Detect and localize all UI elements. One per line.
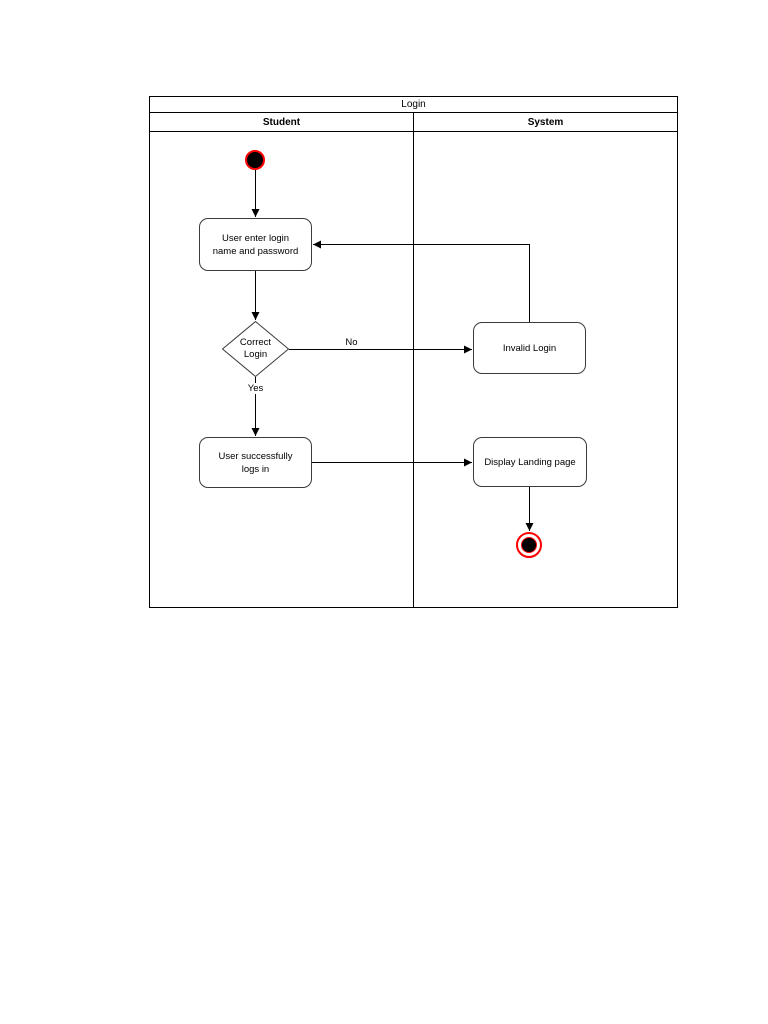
lane-header-student-label: Student <box>262 116 301 128</box>
activity-display-landing: Display Landing page <box>473 437 587 487</box>
decision-correct-login-label: Correct Login <box>239 337 272 360</box>
activity-success-login-label: User successfully logs in <box>218 450 293 475</box>
lane-divider <box>413 131 414 607</box>
final-node-inner-dot <box>521 537 537 553</box>
activity-enter-credentials-label: User enter login name and password <box>212 232 299 257</box>
activity-invalid-login-label: Invalid Login <box>502 342 557 354</box>
activity-display-landing-label: Display Landing page <box>484 456 576 468</box>
lane-header-student: Student <box>150 113 414 131</box>
lane-header-system: System <box>414 113 677 131</box>
lane-header-row: Student System <box>150 113 677 132</box>
edge-label-no: No <box>339 337 364 348</box>
activity-invalid-login: Invalid Login <box>473 322 586 374</box>
activity-enter-credentials: User enter login name and password <box>199 218 312 271</box>
initial-node <box>245 150 265 170</box>
lane-header-system-label: System <box>527 116 564 128</box>
diagram-title-bar: Login <box>150 97 677 113</box>
decision-correct-login: Correct Login <box>222 321 289 377</box>
edge-label-yes: Yes <box>243 383 268 394</box>
diagram-title: Login <box>401 99 426 110</box>
final-node <box>516 532 542 558</box>
activity-success-login: User successfully logs in <box>199 437 312 488</box>
